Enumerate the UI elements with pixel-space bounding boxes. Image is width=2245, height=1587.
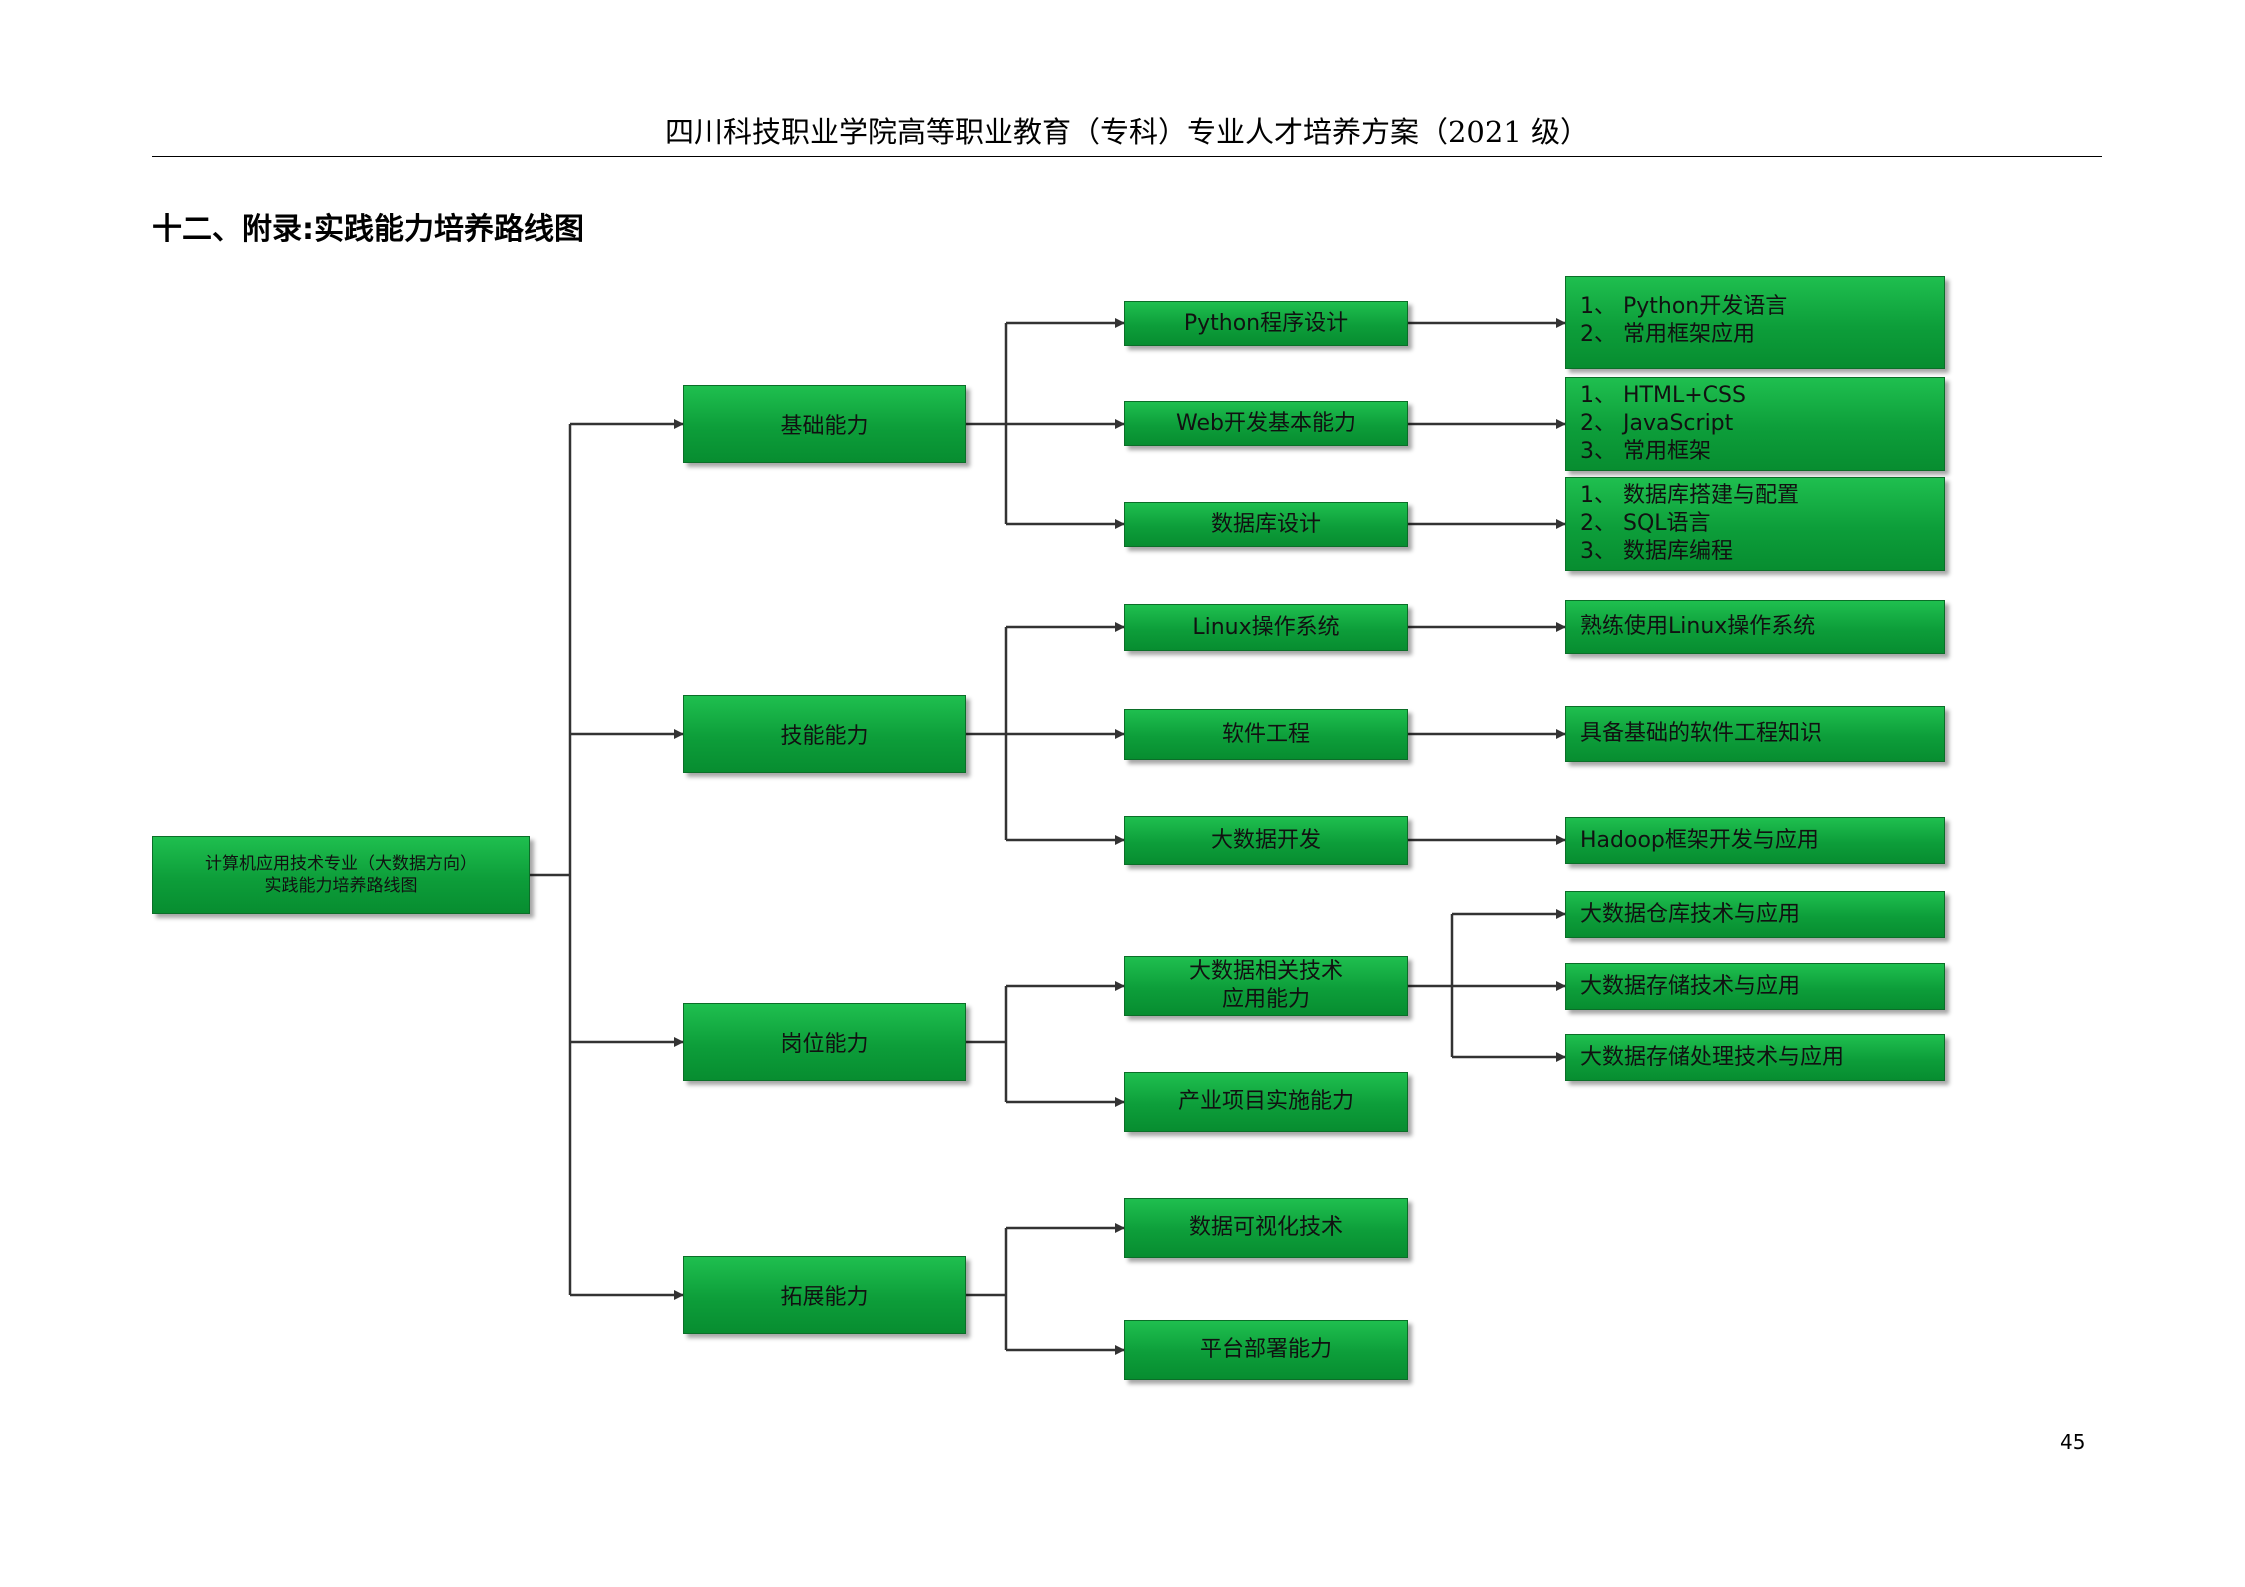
detail-web-item: 1、 HTML+CSS — [1580, 383, 1746, 408]
detail-database-item: 1、 数据库搭建与配置 — [1580, 483, 1799, 508]
skill-linux-label: Linux操作系统 — [1192, 614, 1340, 640]
detail-data-processing: 大数据存储处理技术与应用 — [1565, 1034, 1945, 1081]
category-foundation: 基础能力 — [683, 385, 966, 463]
detail-data-storage: 大数据存储技术与应用 — [1565, 963, 1945, 1010]
skill-bigdata-tech: 大数据相关技术 应用能力 — [1124, 956, 1408, 1016]
skill-data-visualization: 数据可视化技术 — [1124, 1198, 1408, 1258]
skill-python: Python程序设计 — [1124, 301, 1408, 346]
skill-web-label: Web开发基本能力 — [1176, 410, 1356, 436]
skill-bigdata-dev: 大数据开发 — [1124, 816, 1408, 865]
skill-software-engineering: 软件工程 — [1124, 709, 1408, 760]
detail-software-engineering: 具备基础的软件工程知识 — [1565, 706, 1945, 762]
root-node: 计算机应用技术专业（大数据方向） 实践能力培养路线图 — [152, 836, 530, 914]
skill-database: 数据库设计 — [1124, 502, 1408, 547]
root-node-line2: 实践能力培养路线图 — [264, 876, 418, 896]
section-title: 十二、附录:实践能力培养路线图 — [152, 212, 584, 247]
skill-platform-deployment-label: 平台部署能力 — [1199, 1337, 1332, 1362]
detail-python: 1、 Python开发语言 2、 常用框架应用 — [1565, 276, 1945, 369]
category-extension: 拓展能力 — [683, 1256, 966, 1334]
root-node-line1: 计算机应用技术专业（大数据方向） — [205, 854, 477, 874]
skill-web: Web开发基本能力 — [1124, 401, 1408, 446]
detail-database-item: 2、 SQL语言 — [1580, 511, 1711, 536]
detail-data-warehouse: 大数据仓库技术与应用 — [1565, 891, 1945, 938]
header-rule — [152, 156, 2102, 157]
skill-software-engineering-label: 软件工程 — [1221, 721, 1310, 747]
detail-database-item: 3、 数据库编程 — [1580, 539, 1733, 564]
detail-web-item: 3、 常用框架 — [1580, 439, 1711, 464]
skill-data-visualization-label: 数据可视化技术 — [1188, 1215, 1343, 1240]
skill-industry-project-label: 产业项目实施能力 — [1177, 1089, 1354, 1114]
skill-linux: Linux操作系统 — [1124, 604, 1408, 651]
skill-bigdata-dev-label: 大数据开发 — [1210, 827, 1321, 853]
detail-python-item: 2、 常用框架应用 — [1580, 322, 1755, 347]
detail-web: 1、 HTML+CSS 2、 JavaScript 3、 常用框架 — [1565, 377, 1945, 471]
skill-database-label: 数据库设计 — [1210, 511, 1321, 537]
skill-bigdata-tech-label-line2: 应用能力 — [1221, 987, 1310, 1012]
skill-bigdata-tech-label-line1: 大数据相关技术 — [1188, 959, 1343, 984]
category-position: 岗位能力 — [683, 1003, 966, 1081]
skill-platform-deployment: 平台部署能力 — [1124, 1320, 1408, 1380]
skill-python-label: Python程序设计 — [1183, 310, 1349, 336]
detail-web-item: 2、 JavaScript — [1580, 411, 1734, 436]
detail-database: 1、 数据库搭建与配置 2、 SQL语言 3、 数据库编程 — [1565, 477, 1945, 571]
page-header-title: 四川科技职业学院高等职业教育（专科）专业人才培养方案（2021 级） — [664, 115, 1590, 149]
page-number: 45 — [2060, 1430, 2086, 1454]
skill-industry-project: 产业项目实施能力 — [1124, 1072, 1408, 1132]
detail-python-item: 1、 Python开发语言 — [1580, 294, 1788, 319]
detail-hadoop: Hadoop框架开发与应用 — [1565, 817, 1945, 864]
category-skills: 技能能力 — [683, 695, 966, 773]
detail-linux: 熟练使用Linux操作系统 — [1565, 600, 1945, 654]
